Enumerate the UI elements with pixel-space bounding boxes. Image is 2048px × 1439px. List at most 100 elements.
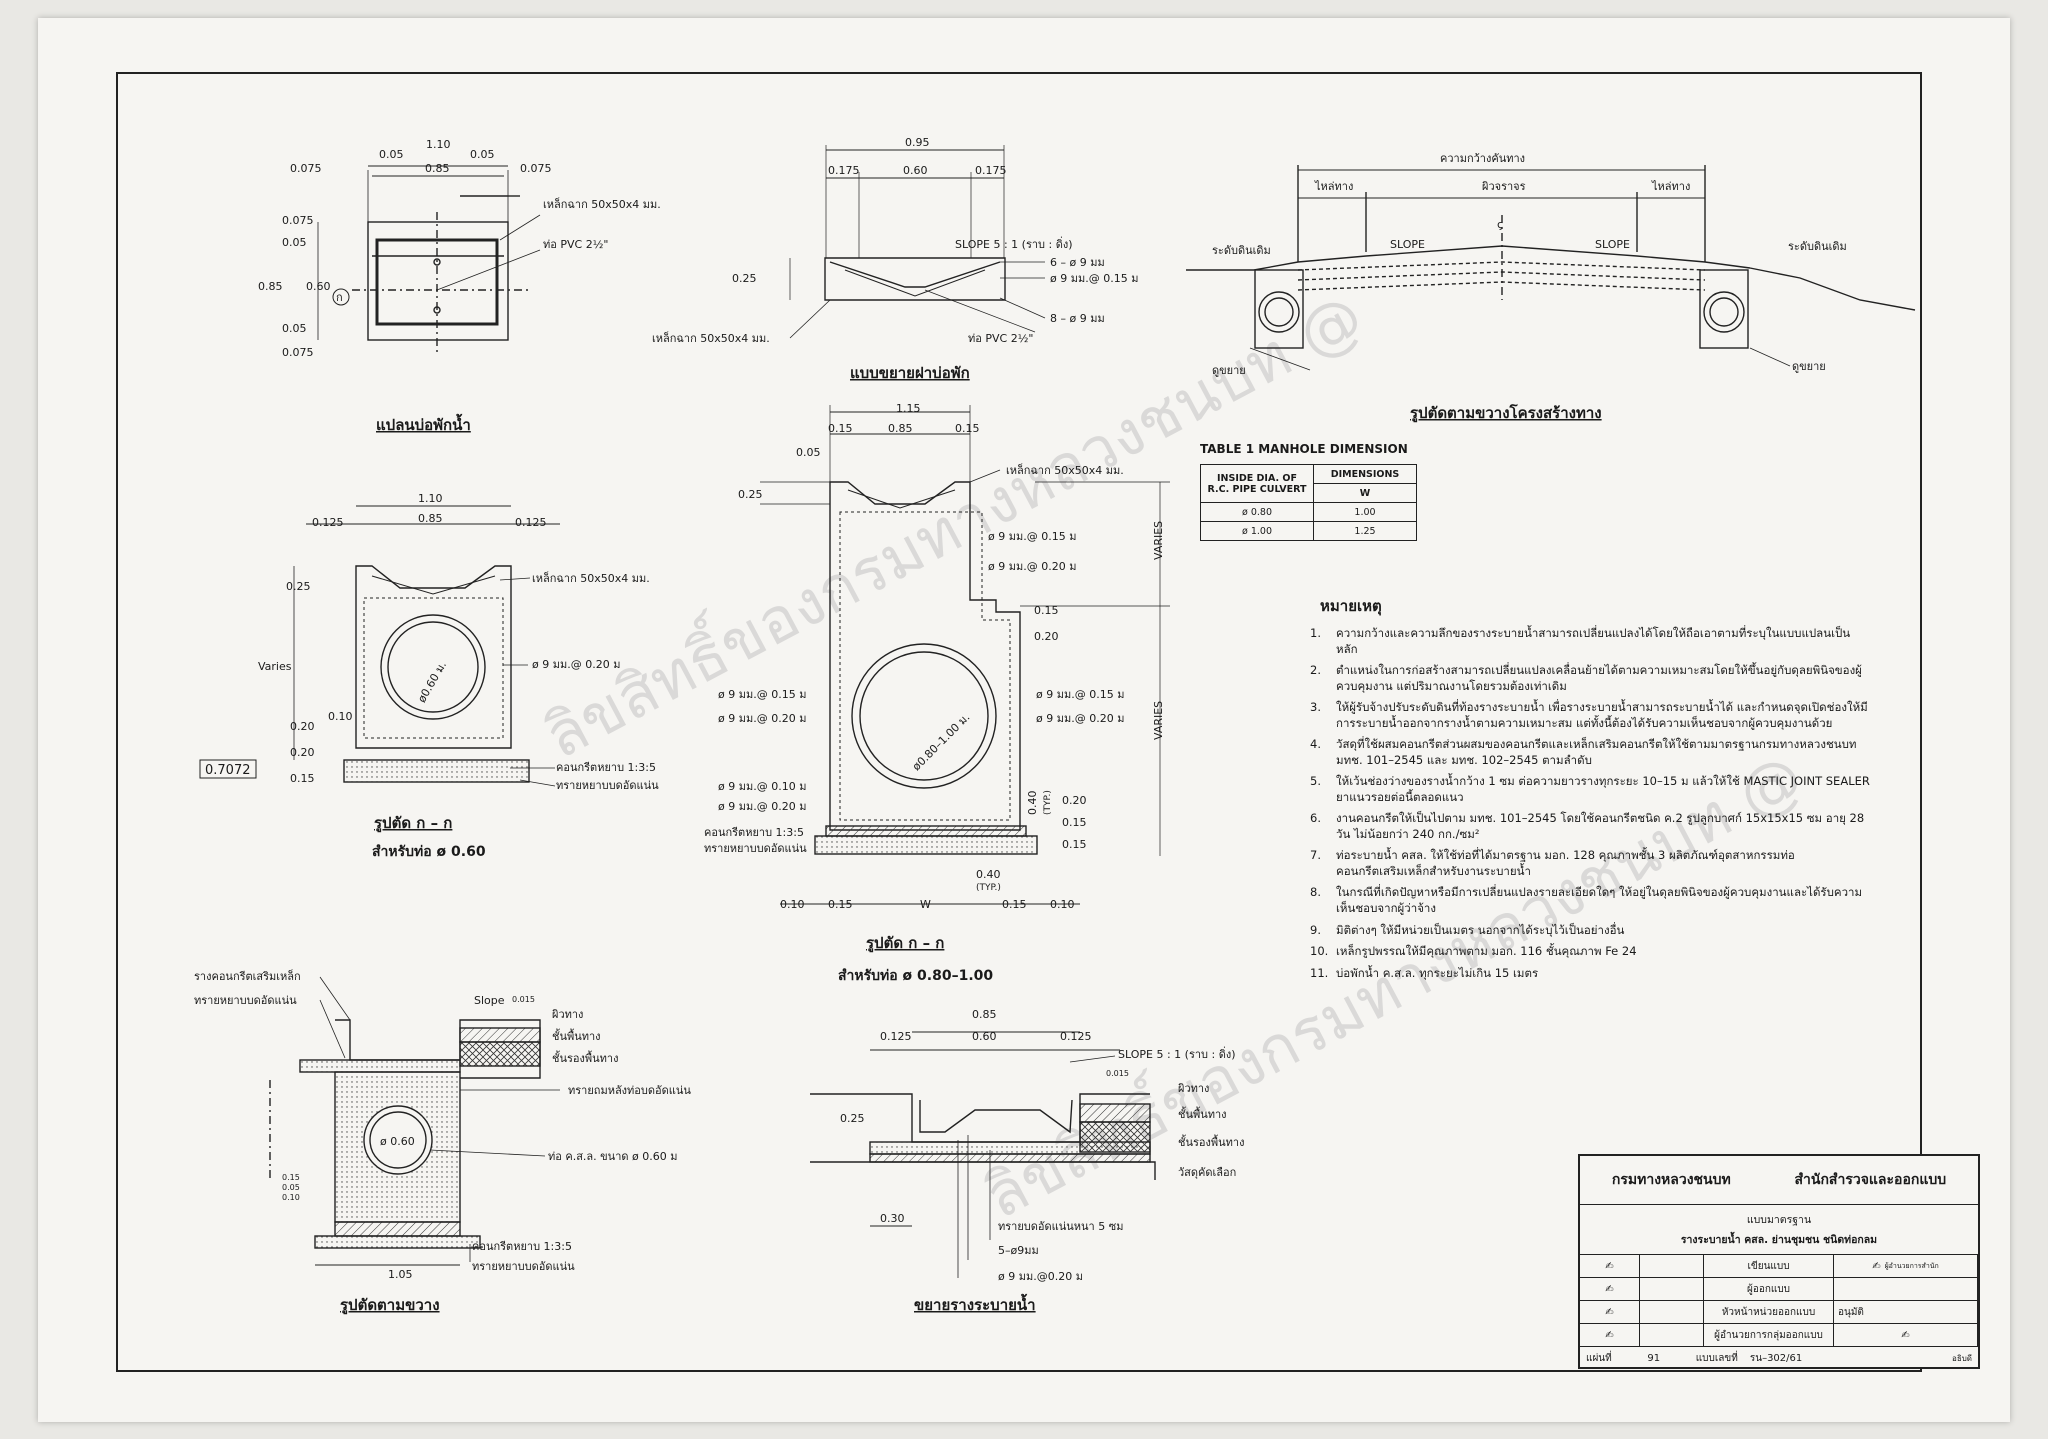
title-block-footer: แผ่นที่ 91 แบบเลขที่ รน–302/61 อธิบดี	[1580, 1347, 1978, 1369]
svg-text:0.40: 0.40	[1026, 791, 1039, 816]
role-label: ผู้อำนวยการกลุ่มออกแบบ	[1704, 1324, 1834, 1347]
plan-view	[317, 165, 541, 352]
svg-text:VARIES: VARIES	[1152, 701, 1165, 740]
svg-text:0.10: 0.10	[328, 710, 353, 723]
svg-text:0.30: 0.30	[880, 1212, 905, 1225]
svg-text:Slope: Slope	[474, 994, 505, 1007]
svg-text:เหล็กฉาก 50x50x4 มม.: เหล็กฉาก 50x50x4 มม.	[532, 571, 650, 585]
list-item: 1.ความกว้างและความลึกของรางระบายน้ำสามาร…	[1310, 626, 1851, 656]
road-cross-section	[1186, 165, 1916, 371]
svg-text:ø 9 มม.@ 0.20 ม: ø 9 มม.@ 0.20 ม	[532, 658, 620, 671]
svg-text:0.075: 0.075	[282, 346, 314, 359]
notes-heading: หมายเหตุ	[1320, 597, 1382, 615]
svg-text:คอนกรีตหยาบ 1:3:5: คอนกรีตหยาบ 1:3:5	[556, 761, 656, 774]
table-header-dim: DIMENSIONS	[1313, 464, 1417, 484]
svg-text:ø 9 มม.@ 0.20 ม: ø 9 มม.@ 0.20 ม	[718, 712, 806, 725]
long-section-title: รูปตัดตามขวาง	[340, 1296, 440, 1315]
gutter-detail	[810, 1031, 1156, 1278]
table-header-w: W	[1313, 483, 1417, 503]
svg-text:ท่อ ค.ส.ล. ขนาด ø 0.60 ม: ท่อ ค.ส.ล. ขนาด ø 0.60 ม	[548, 1150, 677, 1163]
svg-text:0.175: 0.175	[975, 164, 1007, 177]
svg-text:ผิวทาง: ผิวทาง	[1177, 1082, 1209, 1095]
manhole-dimension-table: TABLE 1 MANHOLE DIMENSION INSIDE DIA. OF…	[1200, 442, 1417, 541]
list-item: 2.ตำแหน่งในการก่อสร้างสามารถเปลี่ยนแปลงเ…	[1310, 663, 1862, 693]
svg-text:ø 9 มม.@ 0.15 ม: ø 9 มม.@ 0.15 ม	[718, 688, 806, 701]
svg-text:0.05: 0.05	[282, 236, 307, 249]
svg-text:ø 9 มม.@ 0.15 ม: ø 9 มม.@ 0.15 ม	[1036, 688, 1124, 701]
svg-text:ทรายถมหลังท่อบดอัดแน่น: ทรายถมหลังท่อบดอัดแน่น	[568, 1084, 691, 1097]
table-caption: TABLE 1 MANHOLE DIMENSION	[1200, 442, 1408, 456]
svg-text:ระดับดินเดิม: ระดับดินเดิม	[1788, 240, 1847, 253]
svg-text:ø0.60 ม.: ø0.60 ม.	[415, 659, 449, 705]
signature-grid: ✍ เขียนแบบ ✍ ผู้อำนวยการสำนัก ✍ ผู้ออกแบ…	[1580, 1255, 1978, 1347]
svg-text:ความกว้างคันทาง: ความกว้างคันทาง	[1440, 152, 1525, 165]
notes-section: หมายเหตุ 1.ความกว้างและความลึกของรางระบา…	[1310, 596, 1870, 987]
svg-text:0.125: 0.125	[312, 516, 344, 529]
svg-text:0.075: 0.075	[282, 214, 314, 227]
dimension-table: INSIDE DIA. OF R.C. PIPE CULVERT DIMENSI…	[1200, 464, 1417, 541]
svg-text:ø 0.60: ø 0.60	[380, 1135, 415, 1148]
gutter-labels: 0.85 0.125 0.60 0.125 0.25 0.30 SLOPE 5 …	[840, 1008, 1244, 1314]
role-label: ผู้ออกแบบ	[1704, 1278, 1834, 1301]
svg-text:0.20: 0.20	[1034, 630, 1059, 643]
signature-approver: ✍	[1834, 1324, 1978, 1347]
svg-text:ø 9 มม.@ 0.20 ม: ø 9 มม.@ 0.20 ม	[988, 560, 1076, 573]
svg-text:0.60: 0.60	[903, 164, 928, 177]
svg-text:0.95: 0.95	[905, 136, 930, 149]
svg-text:ç: ç	[1497, 218, 1503, 231]
office-name: สำนักสำรวจและออกแบบ	[1794, 1172, 1947, 1188]
list-item: 9.มิติต่างๆ ให้มีหน่วยเป็นเมตร นอกจากได้…	[1310, 922, 1625, 937]
svg-text:ทรายหยาบบดอัดแน่น: ทรายหยาบบดอัดแน่น	[704, 842, 807, 855]
svg-text:ชั้นรองพื้นทาง: ชั้นรองพื้นทาง	[552, 1050, 618, 1065]
svg-text:0.15: 0.15	[1002, 898, 1027, 911]
std-number-label: แบบเลขที่	[1695, 1352, 1738, 1364]
svg-text:0.075: 0.075	[290, 162, 322, 175]
signature-mark: ✍	[1580, 1324, 1640, 1347]
table-row: ø 1.00 1.25	[1200, 521, 1417, 541]
long-section-labels: รางคอนกรีตเสริมเหล็ก ทรายหยาบบดอัดแน่น S…	[194, 969, 691, 1315]
svg-text:วัสดุคัดเลือก: วัสดุคัดเลือก	[1178, 1166, 1236, 1179]
svg-text:0.25: 0.25	[286, 580, 311, 593]
svg-text:0.05: 0.05	[282, 322, 307, 335]
drawing-name-row: แบบมาตรฐาน รางระบายน้ำ คสล. ย่านชุมชน ชน…	[1580, 1205, 1978, 1255]
svg-text:W: W	[920, 898, 931, 911]
approver-title: อธิบดี	[1952, 1353, 1972, 1363]
svg-text:ผิวทาง: ผิวทาง	[551, 1008, 583, 1021]
section-large-title: รูปตัด ก – ก	[866, 934, 944, 953]
svg-text:คอนกรีตหยาบ 1:3:5: คอนกรีตหยาบ 1:3:5	[472, 1240, 572, 1253]
svg-text:0.125: 0.125	[515, 516, 547, 529]
svg-text:สำหรับท่อ ø 0.60: สำหรับท่อ ø 0.60	[372, 844, 486, 860]
svg-text:0.05: 0.05	[379, 148, 404, 161]
svg-text:SLOPE: SLOPE	[1390, 238, 1425, 251]
plan-title: แปลนบ่อพักน้ำ	[376, 413, 471, 434]
svg-text:0.15: 0.15	[828, 898, 853, 911]
svg-text:เหล็กฉาก 50x50x4 มม.: เหล็กฉาก 50x50x4 มม.	[652, 331, 770, 345]
svg-text:ท่อ PVC 2½": ท่อ PVC 2½"	[543, 238, 608, 251]
svg-text:0.15: 0.15	[1034, 604, 1059, 617]
list-item: 5.ให้เว้นช่องว่างของรางน้ำกว้าง 1 ซม ต่อ…	[1310, 774, 1870, 804]
sheet-number: 91	[1647, 1352, 1661, 1364]
title-block: กรมทางหลวงชนบท สำนักสำรวจและออกแบบ แบบมา…	[1578, 1154, 1980, 1369]
list-item: 7.ท่อระบายน้ำ คสล. ให้ใช้ท่อที่ได้มาตรฐา…	[1310, 848, 1795, 878]
section-small-labels: 1.10 0.125 0.85 0.125 0.25 Varies 0.20 0…	[199, 492, 659, 860]
svg-text:เหล็กฉาก 50x50x4 มม.: เหล็กฉาก 50x50x4 มม.	[543, 197, 661, 211]
svg-text:ชั้นพื้นทาง: ชั้นพื้นทาง	[552, 1028, 601, 1043]
svg-text:0.85: 0.85	[418, 512, 443, 525]
list-item: 4.วัสดุที่ใช้ผสมคอนกรีตส่วนผสมของคอนกรีต…	[1310, 737, 1857, 767]
svg-text:ø 9 มม.@ 0.20 ม: ø 9 มม.@ 0.20 ม	[718, 800, 806, 813]
svg-text:ก: ก	[336, 291, 343, 304]
svg-text:ไหล่ทาง: ไหล่ทาง	[1314, 180, 1353, 193]
svg-text:0.175: 0.175	[828, 164, 860, 177]
section-small	[293, 505, 560, 787]
svg-text:1.05: 1.05	[388, 1268, 413, 1281]
signature-mark: ✍	[1580, 1255, 1640, 1278]
role-label: เขียนแบบ	[1704, 1255, 1834, 1278]
list-item: 11.บ่อพักน้ำ ค.ส.ล. ทุกระยะไม่เกิน 15 เม…	[1310, 965, 1539, 980]
section-small-title: รูปตัด ก – ก	[374, 814, 452, 833]
svg-text:SLOPE 5 : 1 (ราบ : ดิ่ง): SLOPE 5 : 1 (ราบ : ดิ่ง)	[1118, 1046, 1236, 1061]
svg-text:0.05: 0.05	[470, 148, 495, 161]
svg-text:1.15: 1.15	[896, 402, 921, 415]
road-labels: ความกว้างคันทาง ไหล่ทาง ผิวจราจร ไหล่ทาง…	[1212, 152, 1847, 423]
svg-text:ø 9 มม.@ 0.20 ม: ø 9 มม.@ 0.20 ม	[1036, 712, 1124, 725]
std-number: รน–302/61	[1749, 1352, 1803, 1364]
